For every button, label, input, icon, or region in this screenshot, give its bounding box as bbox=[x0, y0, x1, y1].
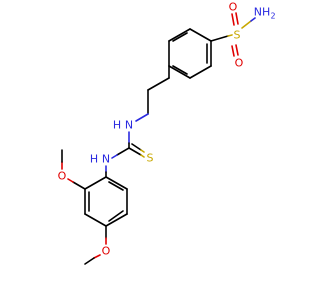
thiocarbonyl-sulfur-label: S bbox=[147, 152, 154, 165]
sulfonyl-sulfur-label: S bbox=[234, 29, 241, 42]
thiourea-group: N H S N H bbox=[90, 119, 154, 166]
amine-nh2-label: NH bbox=[254, 6, 271, 19]
methoxy-group-para: O bbox=[84, 225, 111, 265]
upper-nitrogen-hydrogen-label: H bbox=[113, 119, 121, 132]
lower-nitrogen-hydrogen-label: H bbox=[90, 153, 98, 166]
sulfonamide-group: S O O NH 2 bbox=[210, 1, 276, 70]
ortho-methoxy-oxygen-label: O bbox=[58, 170, 67, 183]
sulfonyl-oxygen-bottom-label: O bbox=[235, 57, 244, 70]
sulfonyl-oxygen-top-label: O bbox=[229, 1, 238, 14]
amine-nh2-subscript: 2 bbox=[270, 12, 275, 21]
benzene-ring-upper bbox=[168, 28, 212, 79]
lower-nitrogen-label: N bbox=[102, 153, 110, 166]
benzene-ring-lower bbox=[84, 165, 128, 227]
ethyl-linker bbox=[135, 65, 170, 122]
methoxy-group-ortho: O bbox=[58, 149, 86, 190]
molecule-structure: S O O NH 2 N H S N H bbox=[58, 1, 276, 265]
upper-nitrogen-label: N bbox=[125, 119, 133, 132]
para-methoxy-oxygen-label: O bbox=[102, 245, 111, 258]
